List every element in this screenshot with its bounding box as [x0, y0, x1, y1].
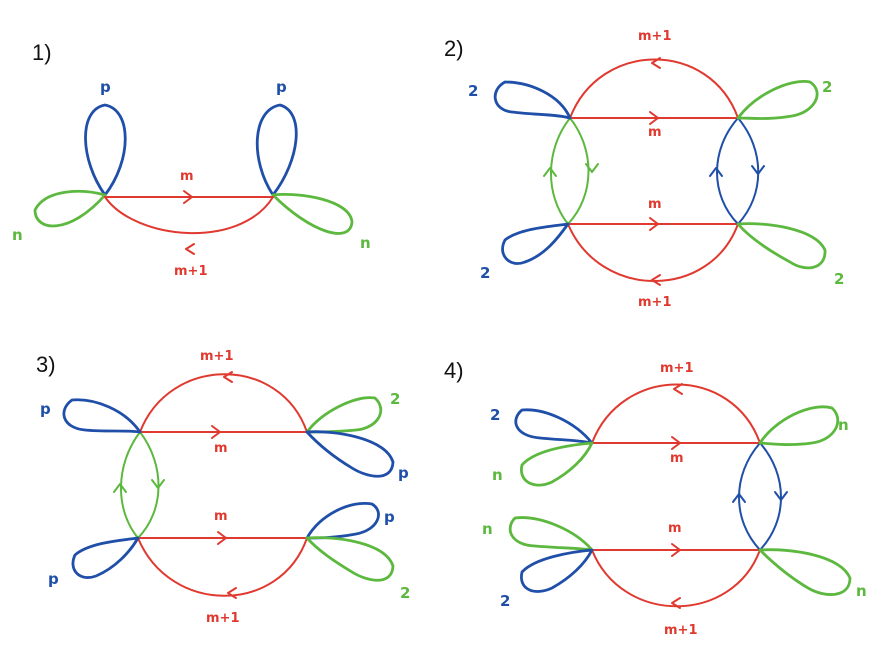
panel-2-label-edge-lower: m: [648, 197, 662, 212]
panel-4-loop-ll-bottom: [520, 548, 594, 593]
panel-4-label-edge-lower: m: [668, 521, 682, 536]
panel-2: 2) m+1 m m m+1 2 2 2 2: [444, 29, 844, 310]
panel-4-arrow-lower: [671, 543, 681, 557]
panel-2-loop-ur: [736, 80, 819, 120]
panel-2-arrow-green-left-inner: [585, 163, 599, 173]
panel-4-label-arc-bottom: m+1: [664, 623, 697, 638]
panel-1-label-p-right: p: [276, 78, 287, 96]
panel-3-green-left-outer: [120, 431, 141, 539]
panel-4-label-loop-lr: n: [856, 582, 867, 600]
panel-2-arc-top: [569, 58, 739, 119]
panel-3-arrow-upper: [211, 425, 221, 439]
panel-2-loop-lr: [736, 222, 827, 270]
panel-3-arrow-arc-top: [223, 371, 233, 383]
panel-4-label-loop-ul-top: 2: [490, 406, 500, 424]
panel-2-arrow-upper: [649, 111, 659, 125]
panel-4-label-loop-ur: n: [838, 416, 849, 434]
panel-1-edge-bottom: [104, 196, 274, 235]
panel-2-arc-bottom: [567, 223, 739, 282]
panel-4-arrow-blue-right-outer: [732, 493, 746, 503]
panel-1-label-m: m: [180, 169, 194, 184]
panel-2-number: 2): [444, 36, 464, 61]
panel-3-arrow-green-left-outer: [113, 483, 127, 493]
panel-4-loop-ur: [758, 405, 839, 446]
panel-2-label-loop-ll: 2: [480, 264, 490, 282]
panel-1-loop-right: [271, 193, 354, 235]
panel-3-label-loop-lr-top: p: [384, 508, 395, 526]
panel-3-label-loop-lr-bottom: 2: [400, 584, 410, 602]
panel-1-arrow-top: [183, 190, 193, 204]
panel-2-green-left-outer: [550, 117, 571, 225]
panel-4-loop-ll-top: [508, 516, 594, 552]
panel-4-label-edge-upper: m: [670, 451, 684, 466]
panel-4-loop-lr: [758, 548, 852, 596]
panel-3-arrow-arc-bottom: [227, 587, 237, 599]
panel-4-label-loop-ll-bottom: 2: [500, 592, 510, 610]
panel-3-arc-bottom: [137, 537, 308, 597]
panel-2-arrow-blue-right-outer: [709, 167, 723, 177]
panel-1-label-m-plus-1: m+1: [174, 264, 207, 279]
panel-3-label-edge-lower: m: [214, 509, 228, 524]
panel-4-blue-right-outer: [738, 442, 761, 551]
panel-4-arrow-arc-top: [673, 383, 683, 395]
panel-3-loop-ul: [62, 398, 142, 434]
panel-4-arrow-upper: [671, 436, 681, 450]
panel-2-green-left-inner: [567, 117, 590, 225]
panel-1-loop-top-right: [255, 103, 298, 197]
panel-2-loop-ul: [493, 80, 572, 120]
panel-2-loop-ll: [501, 222, 570, 265]
panel-2-label-arc-top: m+1: [638, 29, 671, 44]
panel-3-label-loop-ul: p: [40, 400, 51, 418]
panel-4-arrow-arc-bottom: [671, 597, 681, 609]
panel-4-loop-ul-bottom: [520, 441, 594, 487]
panel-3-arrow-green-left-inner: [151, 479, 165, 489]
panel-3-loop-lr-top: [305, 501, 380, 540]
panel-3-arrow-lower: [217, 531, 227, 545]
panel-3-label-loop-ll: p: [48, 570, 59, 588]
panel-4-arc-bottom: [591, 549, 761, 608]
panel-3: 3) m+1 m m m+1 p 2 p p 2 p: [36, 349, 410, 626]
panel-4-label-loop-ll-top: n: [482, 520, 493, 538]
panel-4-loop-ul-top: [514, 408, 594, 445]
panel-1-loop-left: [33, 189, 107, 228]
panel-2-label-edge-upper: m: [648, 125, 662, 140]
panel-3-number: 3): [36, 352, 56, 377]
panel-3-label-loop-ur-bottom: p: [398, 464, 409, 482]
panel-1-label-n-left: n: [12, 226, 23, 244]
panel-3-loop-ur-top: [305, 396, 383, 434]
panel-1-number: 1): [32, 40, 52, 65]
panel-4: 4) m+1 m m m+1 2 n n n 2 n: [444, 358, 867, 638]
panel-2-blue-right-outer: [716, 117, 739, 225]
panel-4-number: 4): [444, 358, 464, 383]
panel-4-label-arc-top: m+1: [660, 361, 693, 376]
panel-3-loop-ll: [71, 536, 140, 579]
panel-2-arrow-blue-right-inner: [751, 165, 765, 175]
panel-3-label-arc-bottom: m+1: [206, 611, 239, 626]
panel-1-loop-top-left: [84, 103, 127, 197]
panel-4-blue-right-inner: [759, 442, 782, 551]
panel-1: 1) p p m m+1 n n: [12, 40, 371, 279]
panel-4-label-loop-ul-bottom: n: [492, 466, 503, 484]
panel-3-arc-top: [139, 373, 308, 433]
panel-3-loop-ur-bottom: [305, 430, 395, 478]
panel-1-arrow-bottom: [185, 243, 195, 255]
panel-2-label-loop-ur: 2: [822, 78, 832, 96]
panel-3-label-loop-ur-top: 2: [390, 390, 400, 408]
panel-2-arrow-arc-bottom: [651, 274, 661, 286]
panel-1-label-n-right: n: [360, 234, 371, 252]
panel-4-arc-top: [591, 383, 761, 444]
panel-2-label-arc-bottom: m+1: [638, 295, 671, 310]
panel-3-label-arc-top: m+1: [200, 349, 233, 364]
panel-2-label-loop-lr: 2: [834, 270, 844, 288]
panel-2-arrow-green-left-outer: [543, 167, 557, 177]
panel-3-label-edge-upper: m: [214, 441, 228, 456]
panel-2-label-loop-ul: 2: [468, 82, 478, 100]
panel-3-loop-lr-bottom: [305, 536, 395, 582]
panel-2-arrow-lower: [649, 217, 659, 231]
panel-1-label-p-left: p: [100, 78, 111, 96]
panel-2-arrow-arc-top: [651, 57, 661, 69]
panel-4-arrow-blue-right-inner: [774, 491, 788, 501]
